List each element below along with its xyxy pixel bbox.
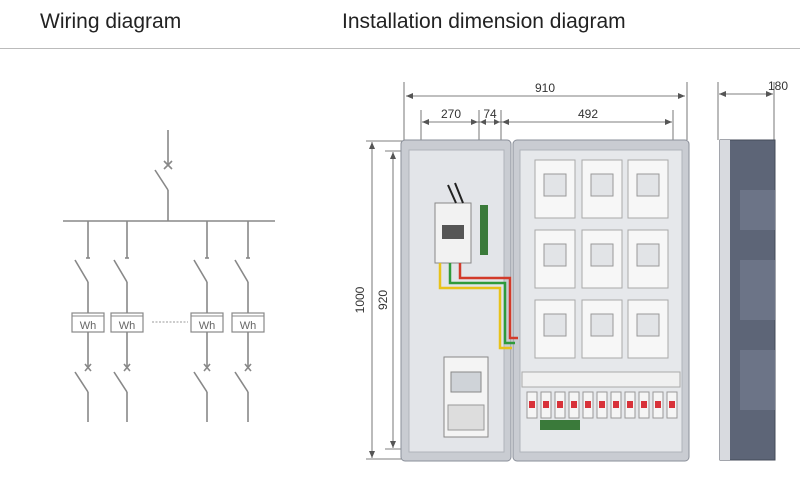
header-divider bbox=[0, 48, 800, 49]
branch-circuit: Wh bbox=[231, 221, 265, 422]
enclosure-front-view bbox=[400, 139, 690, 462]
dim-total-width: 910 bbox=[535, 81, 555, 95]
meter-slot bbox=[581, 159, 623, 219]
branch-circuit: Wh bbox=[71, 221, 105, 422]
dim-left-section: 270 bbox=[441, 107, 461, 121]
meter-slot bbox=[534, 229, 576, 289]
meter-label: Wh bbox=[240, 320, 257, 332]
dim-depth: 180 bbox=[768, 79, 788, 93]
meter-label: Wh bbox=[80, 320, 97, 332]
meter-slot bbox=[627, 299, 669, 359]
dim-middle-section: 74 bbox=[483, 107, 497, 121]
dim-inner-height: 920 bbox=[376, 290, 390, 310]
breaker-x-icon bbox=[123, 363, 131, 372]
miniature-breaker bbox=[554, 391, 566, 419]
meter-slot bbox=[581, 299, 623, 359]
dim-total-height: 1000 bbox=[353, 286, 367, 313]
miniature-breaker bbox=[638, 391, 650, 419]
dimension-lines: 910 270 74 492 180 1000 920 bbox=[353, 79, 788, 460]
meter-slot bbox=[627, 159, 669, 219]
installation-diagram-title: Installation dimension diagram bbox=[342, 10, 626, 33]
miniature-breaker bbox=[610, 391, 622, 419]
meter-slot bbox=[534, 159, 576, 219]
branch-circuit: Wh bbox=[110, 221, 144, 422]
miniature-breaker bbox=[568, 391, 580, 419]
dim-right-section: 492 bbox=[578, 107, 598, 121]
branch-circuit: Wh bbox=[190, 221, 224, 422]
meter-label: Wh bbox=[119, 320, 136, 332]
breaker-x-icon bbox=[84, 363, 92, 372]
wiring-diagram: Wh Wh Wh Wh bbox=[63, 130, 275, 422]
breaker-x-icon bbox=[163, 160, 173, 170]
breaker-x-icon bbox=[203, 363, 211, 372]
main-breaker bbox=[434, 182, 472, 264]
miniature-breaker bbox=[582, 391, 594, 419]
meter-slot bbox=[534, 299, 576, 359]
enclosure-side-view bbox=[719, 139, 776, 461]
wiring-diagram-title: Wiring diagram bbox=[40, 10, 182, 33]
miniature-breaker bbox=[624, 391, 636, 419]
miniature-breaker bbox=[540, 391, 552, 419]
meter-label: Wh bbox=[199, 320, 216, 332]
miniature-breaker bbox=[596, 391, 608, 419]
meter-slot bbox=[581, 229, 623, 289]
miniature-breaker bbox=[526, 391, 538, 419]
miniature-breaker bbox=[666, 391, 678, 419]
breaker-x-icon bbox=[244, 363, 252, 372]
distribution-meter bbox=[443, 356, 489, 438]
main-switch bbox=[154, 169, 169, 191]
meter-slot bbox=[627, 229, 669, 289]
miniature-breaker bbox=[652, 391, 664, 419]
